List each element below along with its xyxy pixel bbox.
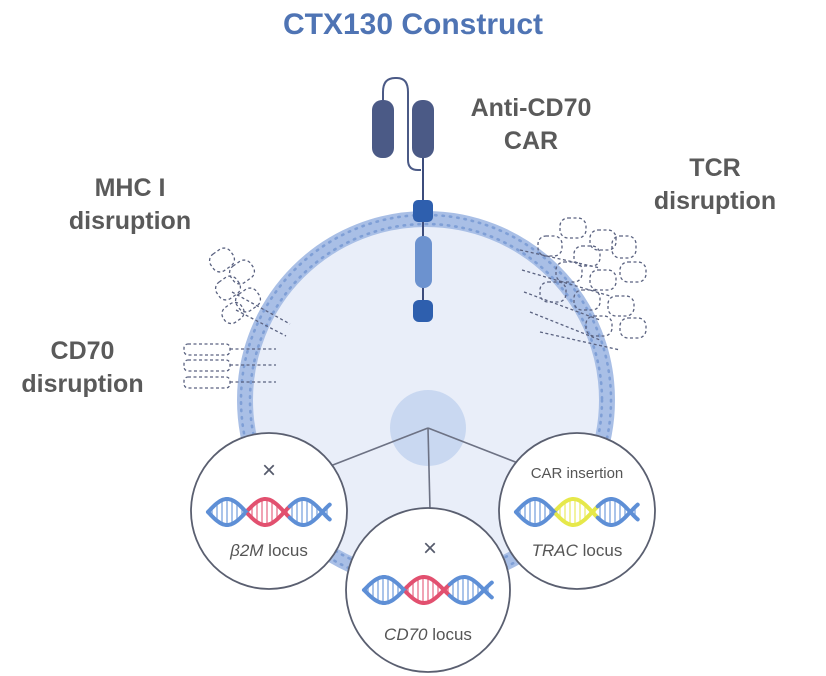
cd70-knockout-mark: × (423, 535, 437, 562)
car-insertion-note: CAR insertion (531, 465, 624, 482)
b2m-locus-panel (190, 432, 348, 590)
trac-dna-helix (514, 497, 640, 527)
cd70-locus-suffix: locus (428, 625, 472, 644)
dna-strand (246, 497, 292, 520)
trac-locus-label: TRAC locus (532, 541, 623, 560)
dna-strand (554, 497, 600, 520)
b2m-locus-suffix: locus (263, 541, 307, 560)
cd70-label-line2: disruption (21, 370, 144, 398)
car-label: Anti-CD70 CAR (436, 92, 626, 158)
dna-strand (447, 575, 494, 600)
cd70-locus-label: CD70 locus (384, 625, 472, 644)
tcr-label-line1: TCR (689, 154, 741, 182)
dna-strand (287, 497, 332, 522)
car-label-line1: Anti-CD70 (470, 94, 592, 122)
dna-strand (404, 582, 452, 605)
trac-locus-suffix: locus (578, 541, 622, 560)
cd70-disrupted-complex (183, 343, 276, 389)
dna-strand (404, 575, 452, 598)
trac-locus-panel (498, 432, 656, 590)
cd70-label-line1: CD70 (50, 337, 115, 365)
b2m-dna-helix (206, 497, 332, 527)
mhc-label-line1: MHC I (94, 174, 166, 202)
dna-strand (595, 497, 640, 522)
trac-gene-name: TRAC (532, 541, 579, 560)
b2m-gene-name: β2M (229, 541, 264, 560)
dna-strand (362, 586, 408, 605)
dna-strand (554, 504, 600, 527)
dna-strand (514, 497, 558, 516)
mhc-disrupted-complex (208, 247, 291, 337)
cd70-gene-name: CD70 (384, 625, 428, 644)
connector-b2m (319, 427, 429, 471)
dna-strand (206, 497, 250, 516)
tcr-disrupted-complex (519, 217, 647, 351)
cd70-label: CD70 disruption (0, 335, 165, 401)
dna-strand (362, 575, 408, 594)
car-label-line2: CAR (503, 127, 559, 155)
cd70-dna-helix (362, 575, 494, 605)
tcr-label: TCR disruption (630, 152, 800, 218)
car-receptor (372, 77, 434, 322)
diagram-title: CTX130 Construct (282, 8, 544, 41)
dna-strand (206, 508, 250, 527)
dna-strand (246, 504, 292, 527)
b2m-locus-label: β2M locus (229, 541, 308, 560)
b2m-knockout-mark: × (262, 457, 276, 484)
mhc-label: MHC I disruption (40, 172, 220, 238)
mhc-label-line2: disruption (68, 207, 192, 235)
connector-cd70 (427, 427, 431, 511)
dna-strand (514, 508, 558, 527)
tcr-label-line2: disruption (653, 187, 777, 215)
